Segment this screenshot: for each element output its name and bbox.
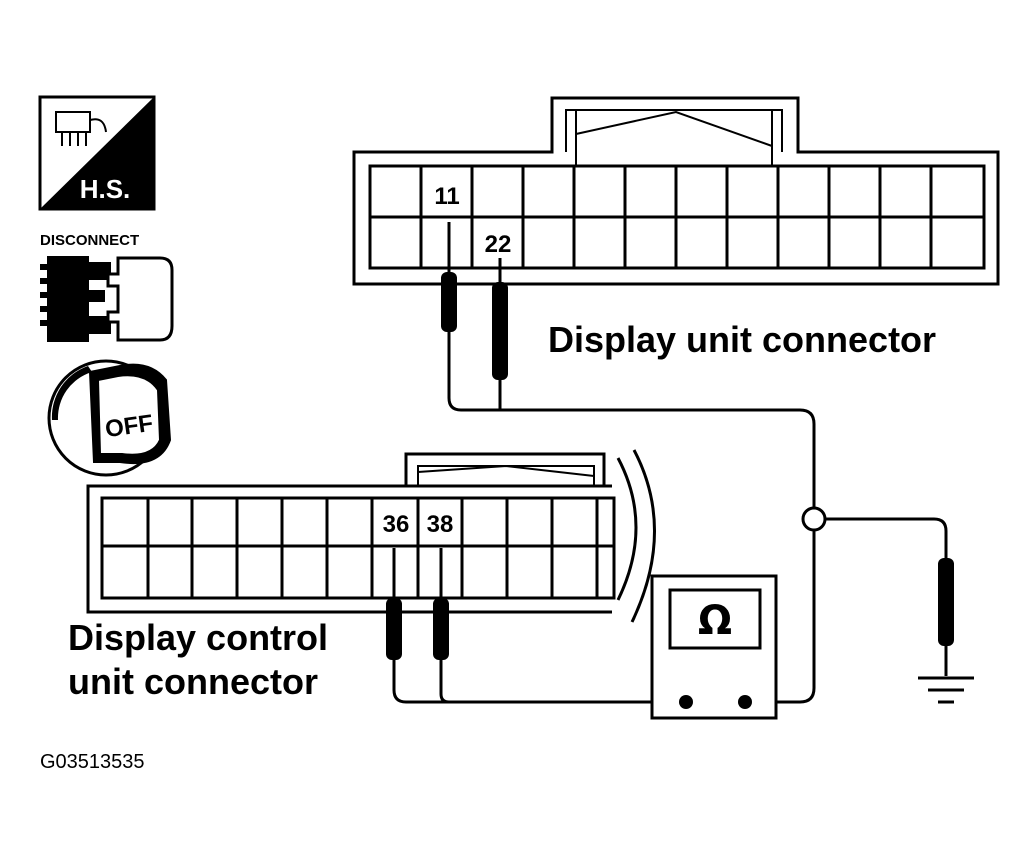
display-unit-connector-label: Display unit connector — [548, 319, 936, 360]
ohmmeter: Ω — [650, 574, 778, 720]
ground-probe — [938, 558, 954, 676]
pin-36-label: 36 — [383, 511, 410, 538]
wires — [392, 332, 948, 704]
probe-pin-11 — [441, 222, 457, 332]
ohm-symbol: Ω — [698, 598, 732, 644]
display-control-unit-connector-label-line1: Display control — [68, 617, 328, 658]
meter-terminal-right — [738, 695, 752, 709]
junction-node — [801, 506, 827, 532]
hs-icon: H.S. — [38, 95, 156, 211]
display-control-unit-connector: 36 38 — [86, 449, 656, 623]
display-unit-connector: 11 22 — [352, 96, 1000, 286]
pin-11-label: 11 — [434, 183, 459, 210]
ignition-off-icon: OFF — [47, 359, 172, 477]
hs-label: H.S. — [80, 174, 131, 204]
meter-terminal-left — [679, 695, 693, 709]
off-label: OFF — [103, 410, 154, 443]
figure-id: G03513535 — [40, 751, 145, 773]
ground-icon — [918, 676, 974, 704]
display-control-unit-connector-label-line2: unit connector — [68, 661, 318, 702]
probe-pin-22 — [492, 258, 508, 380]
harness-icon — [55, 111, 107, 146]
probe-pin-36 — [386, 548, 402, 660]
pin-38-label: 38 — [427, 511, 454, 538]
probe-pin-38 — [433, 548, 449, 660]
disconnect-icon — [40, 256, 174, 342]
pin-22-label: 22 — [485, 231, 512, 258]
disconnect-label: DISCONNECT — [40, 232, 139, 249]
